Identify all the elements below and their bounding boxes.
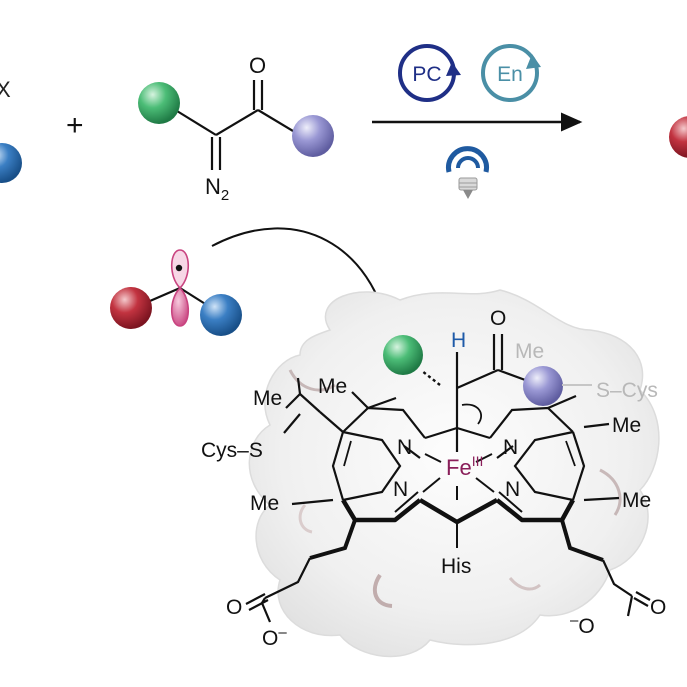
partial-x-label: X: [0, 77, 11, 102]
red-sphere-radical: [110, 287, 152, 329]
n2-label: N2: [205, 174, 229, 204]
n-bottom-left-label: N: [393, 478, 408, 501]
me-ring-top-left-label: Me: [318, 375, 347, 398]
en-badge: En: [497, 63, 523, 86]
left-carboxylate-om-label: O–: [262, 624, 287, 650]
s-cys-right-label: S–Cys: [596, 379, 658, 402]
me-ring-bottom-left-label: Me: [250, 492, 279, 515]
light-bulb-icon: [446, 146, 489, 199]
green-sphere-diazo: [138, 82, 180, 124]
green-sphere-carbene: [383, 335, 423, 375]
blue-sphere-left-partial: [0, 143, 22, 183]
left-propionate: [309, 519, 357, 560]
reaction-conditions: PC En: [372, 44, 583, 199]
his-label: His: [441, 555, 471, 578]
right-carboxylate-o-label: O: [650, 596, 666, 619]
carbonyl-o-label: O: [249, 53, 266, 78]
me-ring-top-right-label: Me: [612, 414, 641, 437]
me-ring-bottom-right-label: Me: [622, 489, 651, 512]
right-propionate: [560, 519, 604, 562]
carbonyl-o-heme-label: O: [490, 307, 506, 330]
n-bottom-right-label: N: [505, 478, 520, 501]
left-carboxylate-o-label: O: [226, 596, 242, 619]
purple-sphere-carbene: [523, 366, 563, 406]
me-faded-label: Me: [515, 340, 544, 363]
cys-s-left-label: Cys–S: [201, 439, 263, 462]
n-top-right-label: N: [503, 436, 518, 459]
fe-label: FeIII: [446, 453, 483, 480]
carbene-fragment: H O: [383, 307, 563, 452]
pc-badge: PC: [412, 63, 441, 86]
red-sphere-product-partial: [669, 116, 687, 158]
porphyrin-ring: [331, 394, 586, 502]
protein-shading: [288, 369, 622, 608]
faded-thiolate: Me S–Cys: [515, 340, 658, 402]
plus-sign: +: [66, 109, 84, 142]
porphyrin-inner-bonds: [394, 453, 523, 513]
right-carboxylate-om-label: –O: [570, 612, 595, 638]
n-top-left-label: N: [397, 436, 412, 459]
radical-species: [110, 249, 242, 336]
reaction-row: X + O N2 PC En: [0, 44, 687, 204]
diazo-compound: O N2: [138, 53, 334, 204]
radical-dot: [175, 264, 183, 272]
blue-sphere-radical: [200, 294, 242, 336]
purple-sphere-diazo: [292, 115, 334, 157]
me-top-left-chain-label: Me: [253, 387, 282, 410]
iron-carbene-heme: H O Me S–Cys: [201, 307, 666, 650]
h-label: H: [451, 329, 466, 352]
